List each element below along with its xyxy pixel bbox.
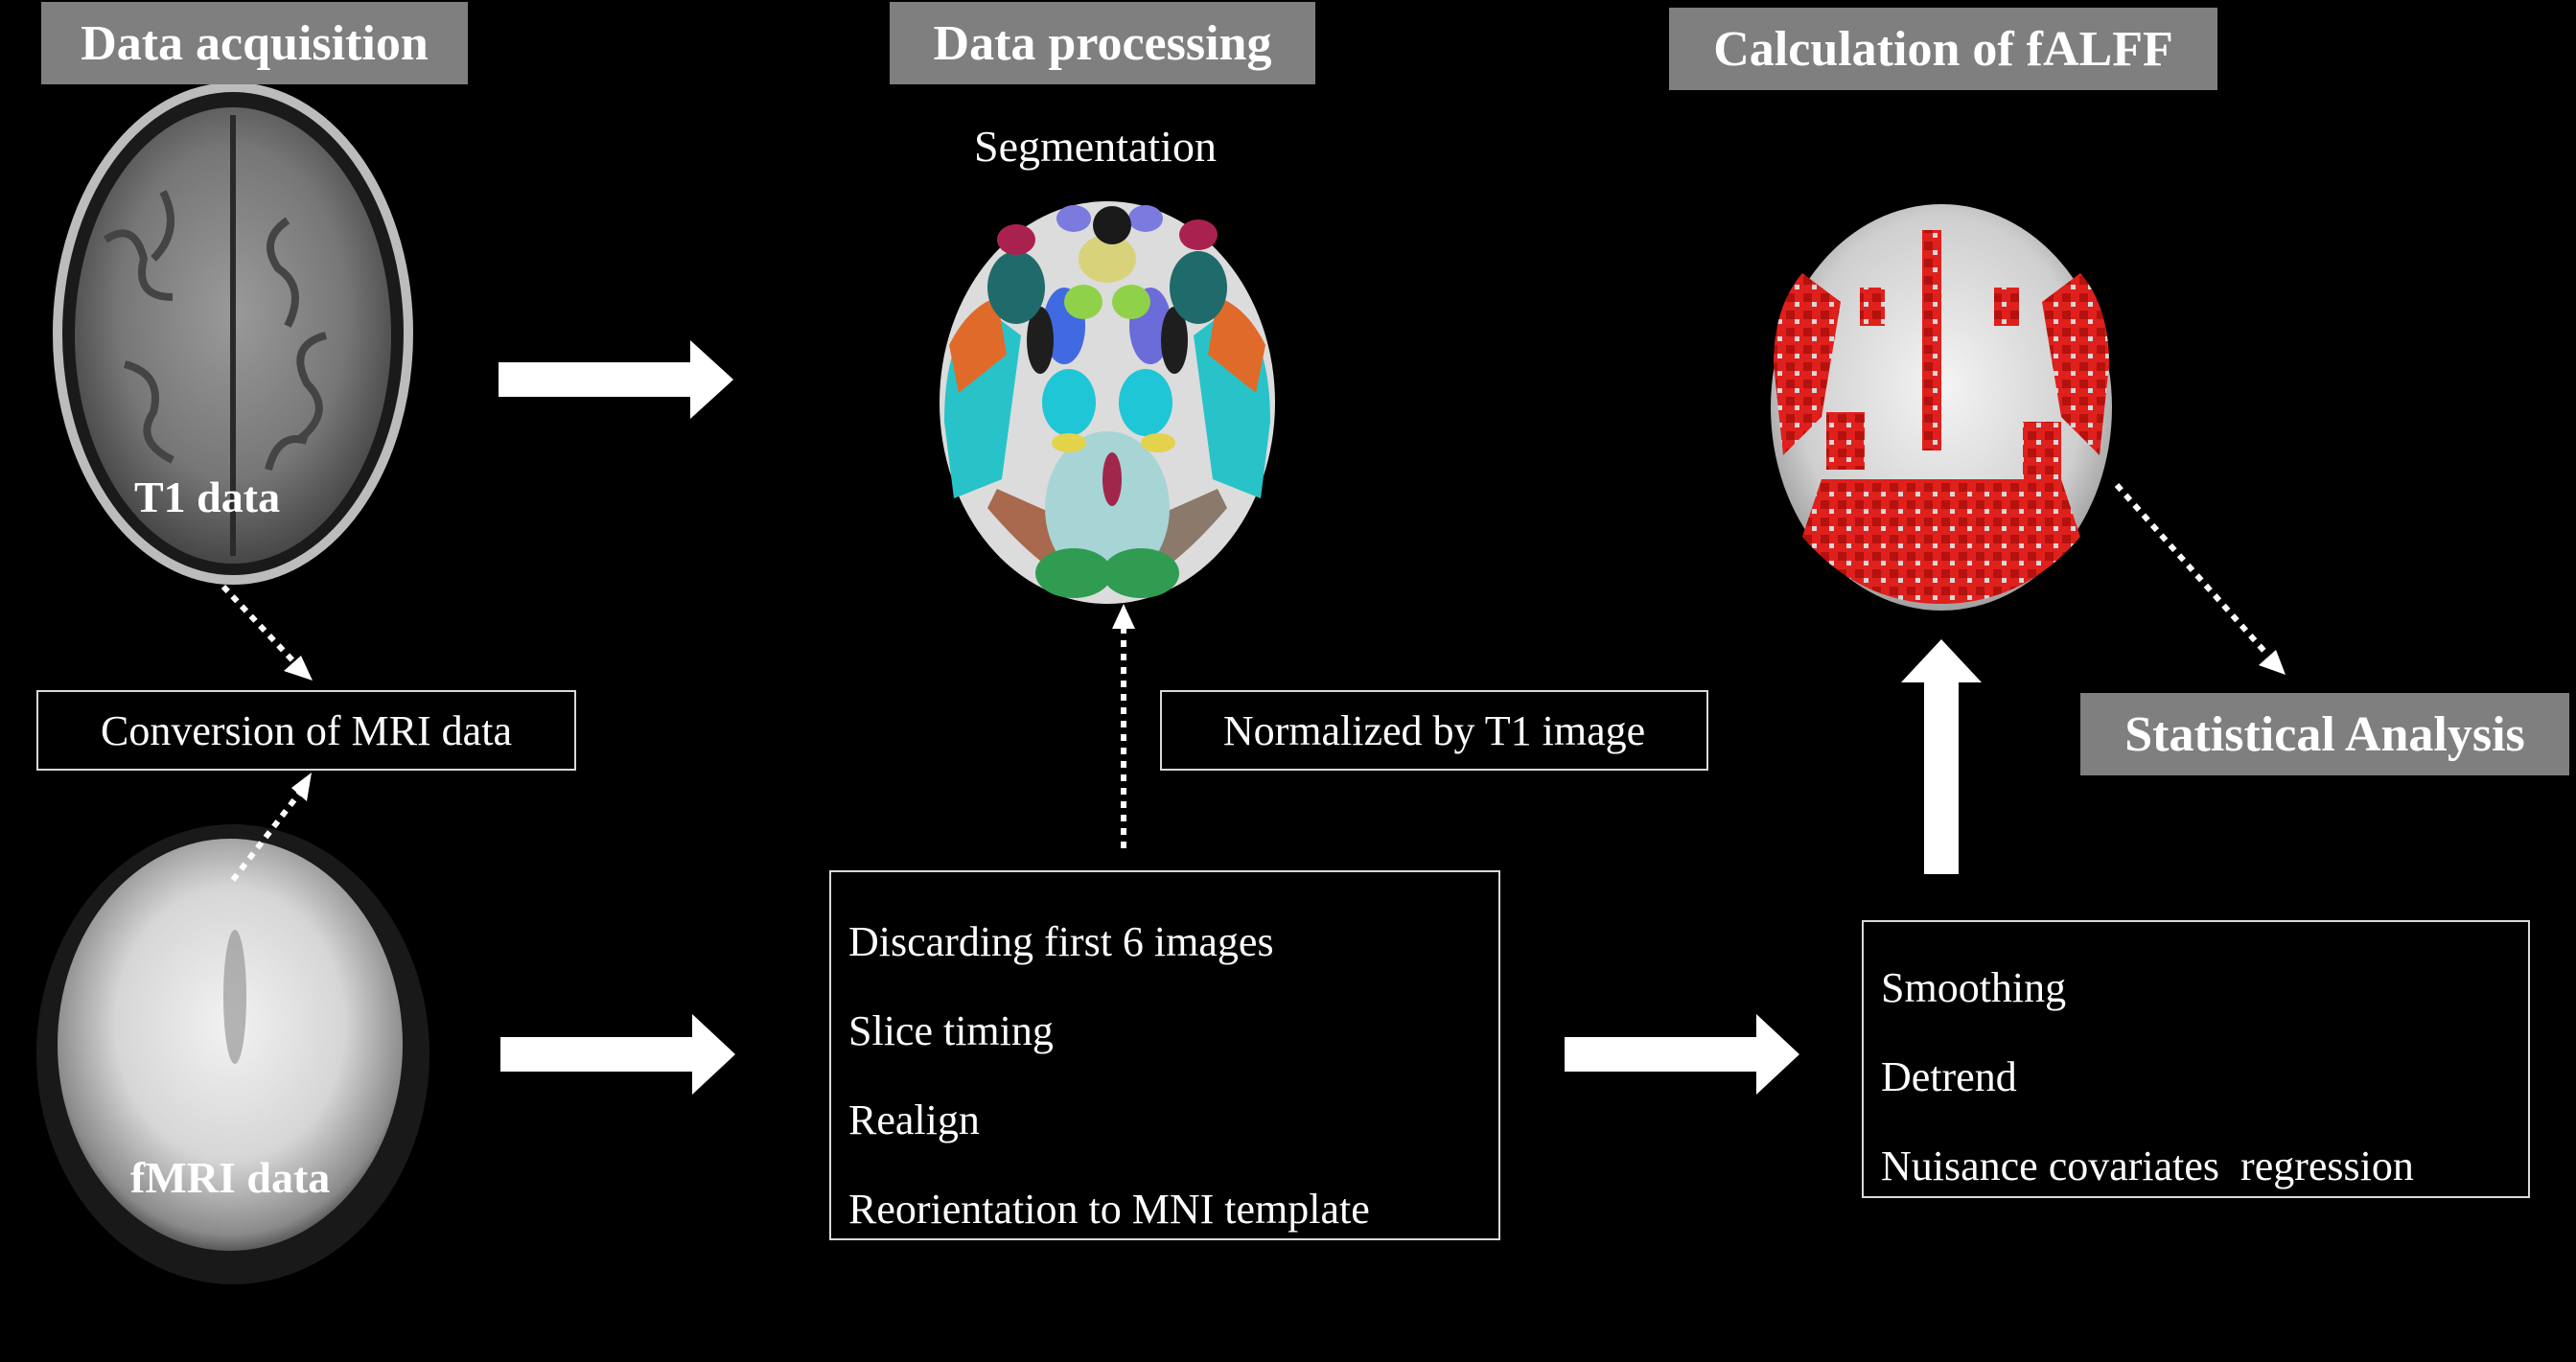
arrow-t1-to-segmentation xyxy=(499,340,733,419)
t1-data-label: T1 data xyxy=(134,473,281,521)
fmri-data-label: fMRI data xyxy=(130,1153,331,1202)
preprocessing-step: Slice timing xyxy=(848,1007,1054,1054)
falff-brain-image xyxy=(1771,204,2112,611)
arrow-preprocessing-to-falff-steps xyxy=(1565,1014,1799,1095)
falff-step: Nuisance covariates regression xyxy=(1881,1143,2414,1189)
arrow-falff-steps-to-falff-map xyxy=(1901,639,1982,874)
preprocessing-step: Discarding first 6 images xyxy=(848,918,1274,965)
dotted-arrow-t1-to-conversion xyxy=(220,584,298,666)
conversion-box: Conversion of MRI data xyxy=(36,690,576,771)
dotted-arrow-fmri-to-conversion xyxy=(230,792,302,882)
t1-brain-image xyxy=(53,82,413,585)
dotted-arrow-heads xyxy=(284,604,2286,801)
dotted-arrow-falff-to-statistics xyxy=(2114,483,2271,658)
header-statistical-analysis: Statistical Analysis xyxy=(2080,693,2569,775)
dotted-arrows xyxy=(220,483,2271,882)
normalized-box: Normalized by T1 image xyxy=(1160,690,1708,771)
preprocessing-step: Reorientation to MNI template xyxy=(848,1186,1370,1233)
falff-step: Detrend xyxy=(1881,1053,2017,1100)
preprocessing-steps-box: Discarding first 6 images Slice timing R… xyxy=(829,870,1500,1240)
falff-step: Smoothing xyxy=(1881,964,2067,1011)
arrow-fmri-to-preprocessing xyxy=(500,1014,735,1095)
segmentation-brain-image xyxy=(940,201,1275,604)
header-data-acquisition: Data acquisition xyxy=(41,2,468,84)
header-calculation-falff: Calculation of fALFF xyxy=(1669,8,2217,90)
preprocessing-step: Realign xyxy=(848,1097,980,1143)
header-data-processing: Data processing xyxy=(890,2,1315,84)
fmri-brain-image xyxy=(36,824,429,1284)
falff-steps-box: Smoothing Detrend Nuisance covariates re… xyxy=(1862,920,2530,1198)
solid-arrows xyxy=(499,340,1982,1095)
segmentation-label: Segmentation xyxy=(974,122,1217,171)
